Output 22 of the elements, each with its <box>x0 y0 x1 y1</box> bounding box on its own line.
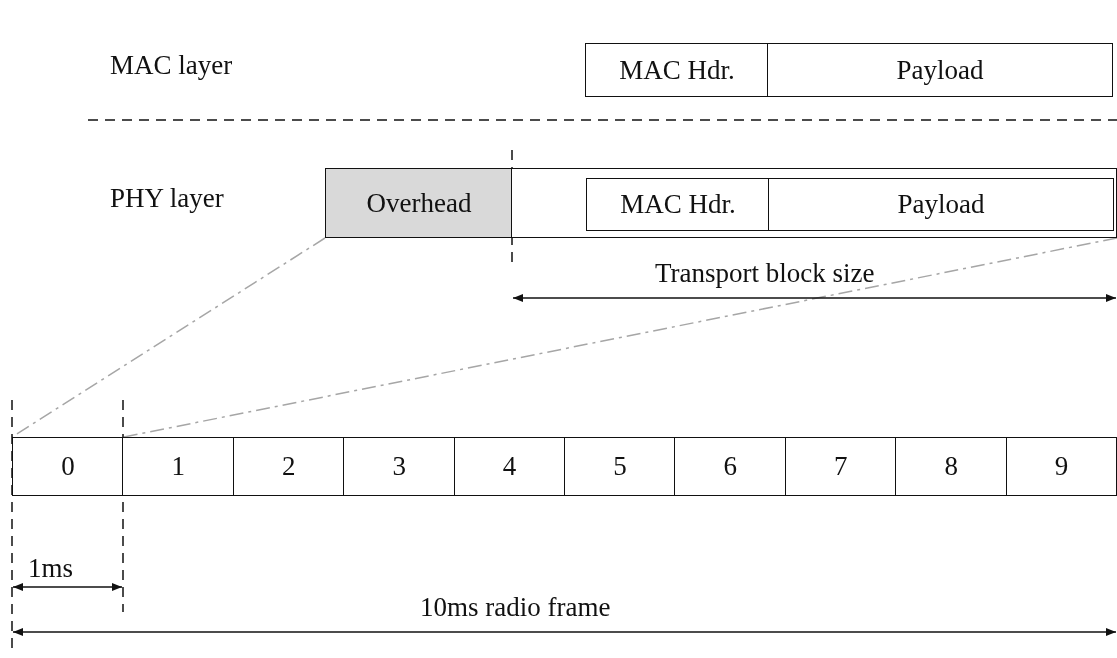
payload-field: Payload <box>767 43 1113 97</box>
subframe-slot: 0 <box>12 437 124 496</box>
subframe-slot: 2 <box>232 437 345 496</box>
header-field: MAC Hdr. <box>585 43 769 97</box>
payload-field: Payload <box>768 178 1114 231</box>
header-field: MAC Hdr. <box>586 178 770 231</box>
layer-label: PHY layer <box>110 183 224 214</box>
layer-label: MAC layer <box>110 50 233 81</box>
overhead-block: Overhead <box>325 168 513 238</box>
subframe-slot: 4 <box>453 437 566 496</box>
transport-block-box <box>511 168 1117 238</box>
subframe-slot: 8 <box>895 437 1008 496</box>
subframe-slot: 1 <box>122 437 235 496</box>
subframe-slot: 3 <box>343 437 456 496</box>
projection-line <box>123 237 1117 438</box>
subframe-slot: 7 <box>784 437 897 496</box>
subframe-slot: 6 <box>674 437 787 496</box>
dimension-label: 1ms <box>28 553 73 584</box>
subframe-slot: 9 <box>1005 437 1117 496</box>
dimension-label: 10ms radio frame <box>420 592 611 623</box>
subframe-slot: 5 <box>564 437 676 496</box>
dimension-label: Transport block size <box>655 258 875 289</box>
